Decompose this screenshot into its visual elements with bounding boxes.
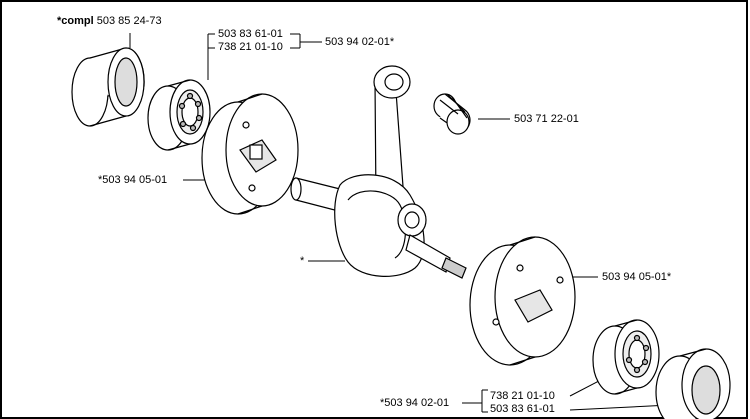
needle-bearing-label: 503 71 22-01 xyxy=(514,113,579,125)
bearing-top-a-label: 503 83 61-01 xyxy=(218,28,283,40)
needle-bearing xyxy=(433,93,471,135)
bearing-top-b-label: 738 21 01-10 xyxy=(218,41,283,53)
bearing-bottom-a-label: 738 21 01-10 xyxy=(490,390,555,402)
crankshaft xyxy=(290,174,467,279)
kit-bottom-label: *503 94 02-01 xyxy=(380,397,450,409)
compl-label: *compl 503 85 24-73 xyxy=(57,15,162,27)
half-right-label: 503 94 05-01* xyxy=(602,271,672,283)
crank-star-label: * xyxy=(300,255,305,267)
ball-bearing-top-left xyxy=(147,79,211,151)
seal-bottom-right xyxy=(655,348,731,419)
compl-number: 503 85 24-73 xyxy=(96,15,162,27)
kit-top-label: 503 94 02-01* xyxy=(325,36,395,48)
ball-bearing-bottom-right xyxy=(592,319,660,395)
crank-half-left xyxy=(201,93,299,215)
compl-prefix: *compl xyxy=(57,15,94,27)
bearing-bottom-b-label: 503 83 61-01 xyxy=(490,403,555,415)
crank-half-right xyxy=(469,236,576,366)
half-left-label: *503 94 05-01 xyxy=(98,174,168,186)
seal-top-left xyxy=(71,47,145,127)
